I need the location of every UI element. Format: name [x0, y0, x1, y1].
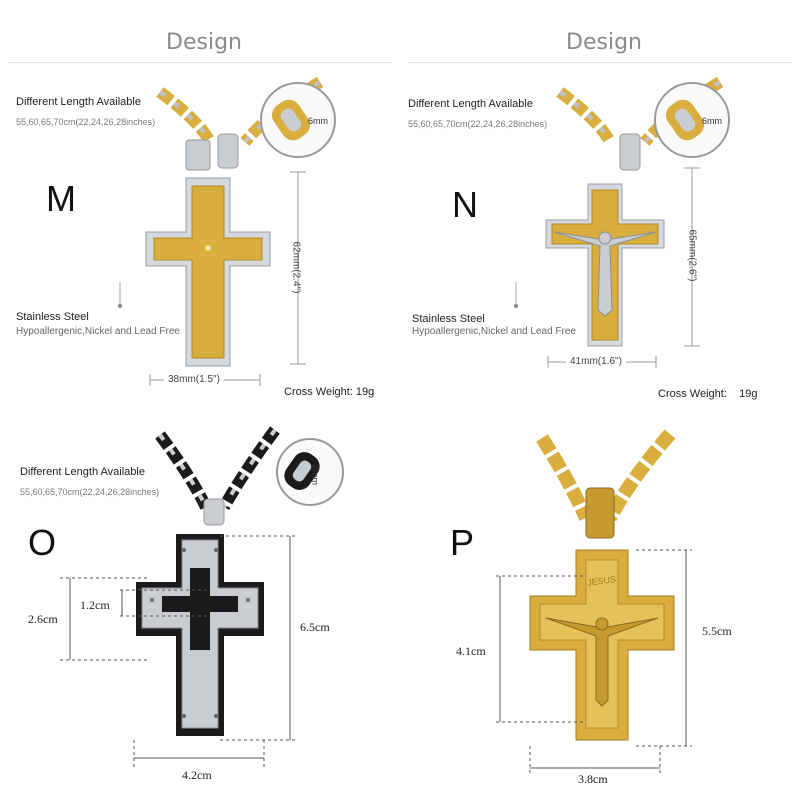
material-title: Stainless Steel	[16, 311, 89, 323]
crucifix-pendant-p: JESUS	[529, 549, 675, 741]
engraving-text: JESUS	[587, 574, 617, 588]
height-dimension-line	[684, 167, 700, 347]
dimension-lines-p	[496, 549, 692, 776]
heading-divider-left	[8, 62, 392, 63]
cross-weight: Cross Weight: 19g	[658, 388, 758, 400]
design-heading-left: Design	[166, 30, 242, 55]
length-sizes: 55,60,65,70cm(22,24,26,28inches)	[16, 117, 156, 127]
design-heading-right: Design	[566, 30, 642, 55]
material-callout-line	[514, 282, 518, 308]
material-subtitle: Hypoallergenic,Nickel and Lead Free	[412, 326, 576, 337]
chain-image	[155, 426, 280, 526]
length-sizes: 55,60,65,70cm(22,24,26,28inches)	[408, 119, 548, 129]
length-title: Different Length Available	[20, 466, 145, 478]
dim-right-label: 6.5cm	[300, 620, 330, 635]
dim-left-label: 2.6cm	[28, 612, 58, 627]
material-title: Stainless Steel	[412, 313, 485, 325]
height-label: 65mm(2.6")	[686, 229, 698, 282]
height-label: 62mm(2.4")	[290, 241, 302, 294]
dim-right-label: 5.5cm	[702, 624, 732, 639]
dim-left-label: 4.1cm	[456, 644, 486, 659]
material-callout-line	[118, 282, 122, 308]
product-letter: N	[452, 184, 478, 225]
product-letter: O	[28, 522, 57, 563]
material-subtitle: Hypoallergenic,Nickel and Lead Free	[16, 326, 180, 337]
product-letter: P	[450, 522, 475, 563]
length-title: Different Length Available	[408, 98, 533, 110]
product-letter: M	[46, 178, 76, 219]
chain-zoom-detail	[260, 82, 336, 158]
chain-size-label: 8mm	[310, 465, 320, 485]
cross-weight: Cross Weight: 19g	[284, 386, 375, 398]
heading-divider-right	[408, 62, 792, 63]
cross-pendant-m	[145, 139, 271, 367]
cross-pendant-o	[136, 534, 264, 736]
chain-size-label: 6mm	[702, 116, 722, 126]
dim-bottom-label: 3.8cm	[578, 772, 608, 787]
chain-zoom-detail	[654, 82, 730, 158]
dimension-lines-o	[60, 535, 296, 768]
length-sizes: 55,60,65,70cm(22,24,26,28inches)	[20, 487, 160, 497]
length-title: Different Length Available	[16, 96, 141, 108]
width-label: 38mm(1.5")	[164, 374, 224, 385]
chain-image	[536, 429, 676, 539]
dim-bottom-label: 4.2cm	[182, 768, 212, 783]
chain-size-label: 6mm	[308, 116, 328, 126]
dim-inner-label: 1.2cm	[80, 598, 110, 613]
width-label: 41mm(1.6")	[566, 356, 626, 367]
height-dimension-line	[290, 171, 306, 365]
chain-zoom-detail	[276, 438, 344, 506]
crucifix-pendant-n	[545, 183, 665, 347]
